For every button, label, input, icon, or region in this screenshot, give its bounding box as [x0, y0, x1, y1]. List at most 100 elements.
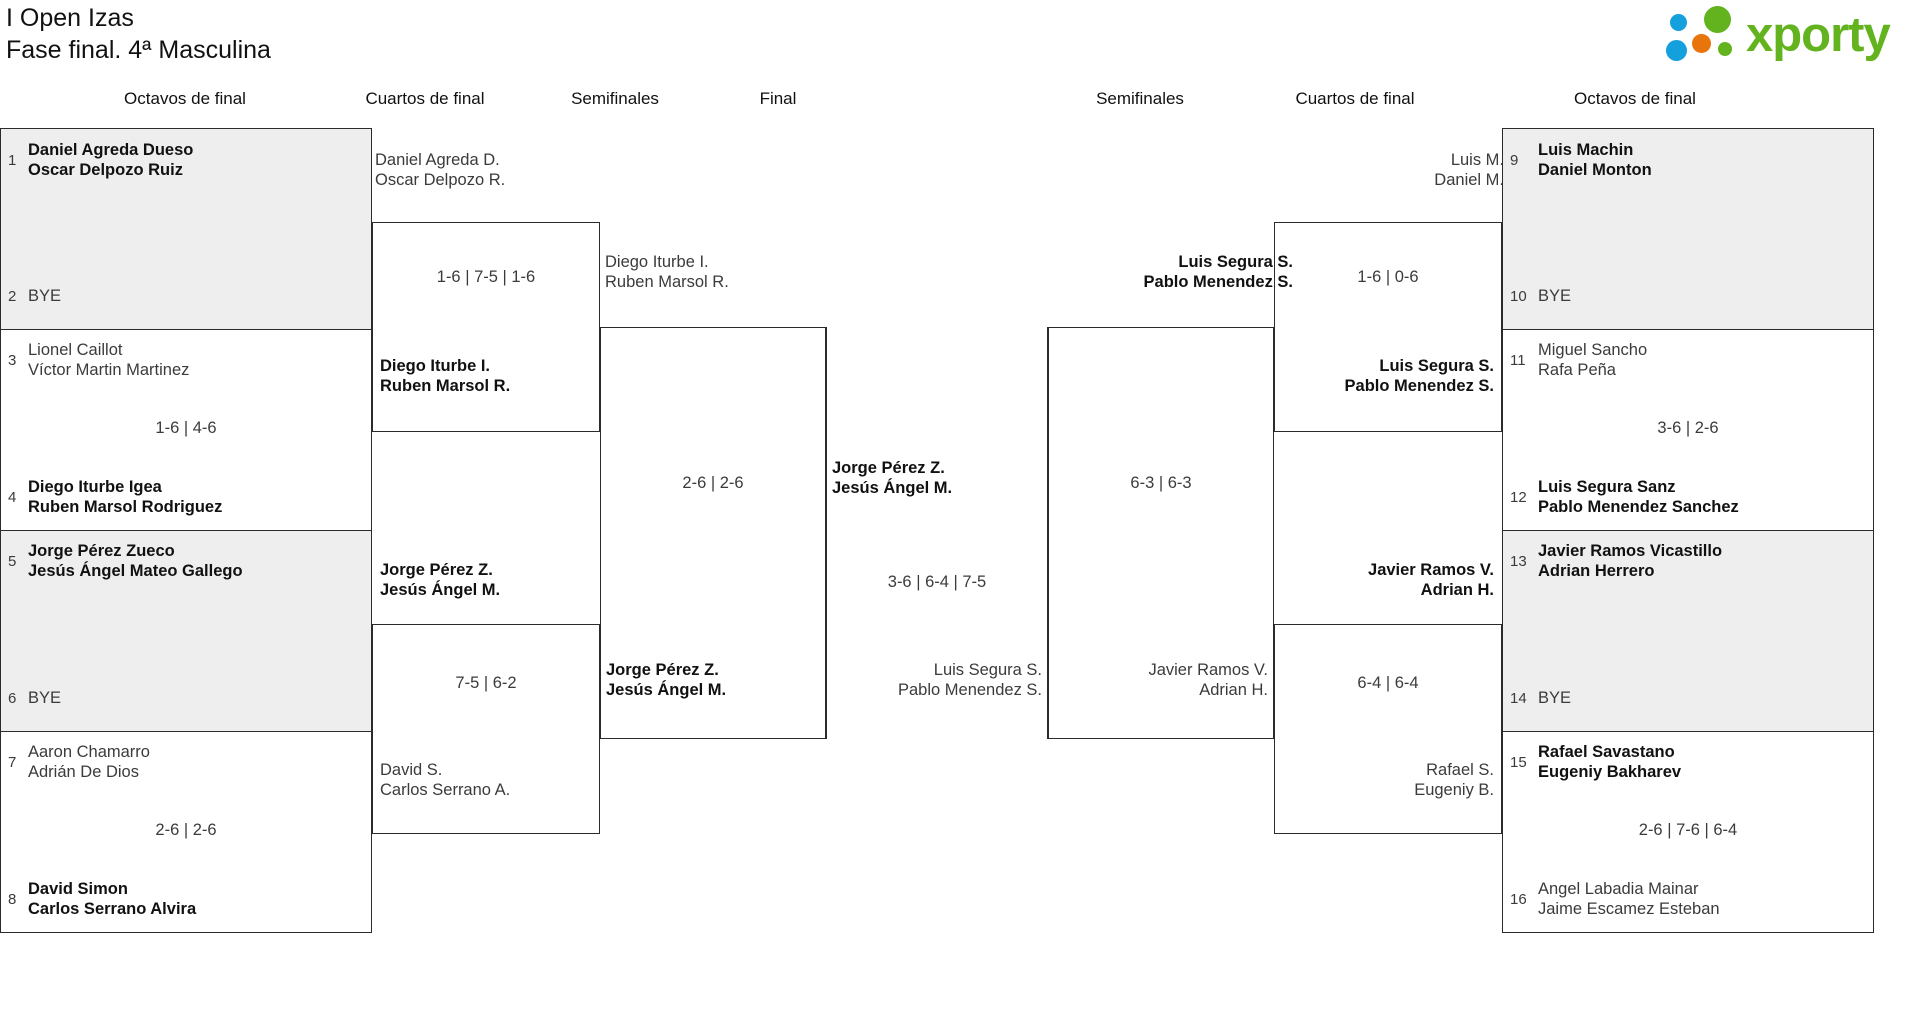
player-name: Luis Segura Sanz — [1538, 478, 1676, 496]
match-box-left-o3[interactable] — [0, 530, 372, 732]
round-heading-semis-right: Semifinales — [1096, 89, 1184, 108]
seed-number: 2 — [8, 288, 17, 305]
player-name: Jorge Pérez Z. — [380, 561, 493, 579]
match-box-right-qf1[interactable] — [1274, 222, 1502, 432]
player-name: Adrian Herrero — [1538, 562, 1655, 580]
player-pair-right-qf2-loser: Rafael S. Eugeniy B. — [1279, 760, 1494, 800]
player-pair-right-14: BYE — [1538, 689, 1572, 707]
match-box-final[interactable] — [826, 327, 1048, 739]
match-score-left-qf1: 1-6 | 7-5 | 1-6 — [436, 268, 536, 286]
player-pair-left-sf-loser: Diego Iturbe I. Ruben Marsol R. — [605, 252, 850, 292]
player-name: Luis Segura S. — [1379, 357, 1494, 375]
match-box-left-qf1[interactable] — [372, 222, 600, 432]
seed-number: 3 — [8, 352, 17, 369]
match-box-right-qf2[interactable] — [1274, 624, 1502, 834]
player-name: Víctor Martin Martinez — [28, 361, 190, 379]
player-name: Luis Segura S. — [1178, 253, 1293, 271]
player-pair-right-sf-winner: Luis Segura S. Pablo Menendez S. — [1048, 252, 1293, 292]
player-pair-right-10: BYE — [1538, 287, 1572, 305]
player-pair-right-15: Rafael Savastano Eugeniy Bakharev — [1538, 742, 1868, 782]
player-pair-left-6: BYE — [28, 689, 62, 707]
player-pair-left-qf2-winner: Jorge Pérez Z. Jesús Ángel M. — [380, 560, 595, 600]
match-score-left-o2: 1-6 | 4-6 — [155, 419, 217, 437]
match-score-final: 3-6 | 6-4 | 7-5 — [887, 573, 987, 591]
final-champion: Jorge Pérez Z. Jesús Ángel M. — [832, 458, 1042, 498]
player-name: Javier Ramos V. — [1368, 561, 1494, 579]
seed-number: 6 — [8, 690, 17, 707]
match-score-right-qf2: 6-4 | 6-4 — [1357, 674, 1419, 692]
title-block: I Open Izas Fase final. 4ª Masculina — [6, 2, 271, 66]
player-name: Oscar Delpozo Ruiz — [28, 161, 183, 179]
player-name: Pablo Menendez S. — [1143, 273, 1293, 291]
player-pair-right-11: Miguel Sancho Rafa Peña — [1538, 340, 1868, 380]
player-name: Ruben Marsol R. — [380, 377, 511, 395]
player-pair-left-qf2-loser: David S. Carlos Serrano A. — [380, 760, 595, 800]
player-name: Diego Iturbe I. — [380, 357, 491, 375]
round-heading-final: Final — [759, 89, 797, 108]
player-name: Aaron Chamarro — [28, 743, 150, 761]
player-pair-left-4: Diego Iturbe Igea Ruben Marsol Rodriguez — [28, 477, 358, 517]
player-pair-left-1: Daniel Agreda Dueso Oscar Delpozo Ruiz — [28, 140, 358, 180]
player-name: Adrian H. — [1199, 681, 1268, 699]
match-score-right-qf1: 1-6 | 0-6 — [1357, 268, 1419, 286]
seed-number: 13 — [1510, 553, 1527, 570]
player-pair-left-3: Lionel Caillot Víctor Martin Martinez — [28, 340, 358, 380]
tournament-name: I Open Izas — [6, 4, 134, 32]
player-pair-left-sf-winner: Jorge Pérez Z. Jesús Ángel M. — [606, 660, 821, 700]
seed-number: 14 — [1510, 690, 1527, 707]
player-pair-right-16: Angel Labadia Mainar Jaime Escamez Esteb… — [1538, 879, 1868, 919]
player-pair-left-qf1-winner: Diego Iturbe I. Ruben Marsol R. — [380, 356, 595, 396]
match-score-right-sf: 6-3 | 6-3 — [1130, 474, 1192, 492]
final-runner-up: Luis Segura S. Pablo Menendez S. — [832, 660, 1042, 700]
player-name: Ruben Marsol R. — [605, 273, 729, 291]
player-name: Luis Machin — [1538, 141, 1634, 159]
player-pair-left-qf1-loser: Daniel Agreda D. Oscar Delpozo R. — [375, 150, 605, 190]
player-name: Jesús Ángel M. — [380, 581, 501, 599]
player-pair-left-2: BYE — [28, 287, 62, 305]
player-pair-right-qf1-loser: Luis M. Daniel M. — [1274, 150, 1504, 190]
player-name: Rafa Peña — [1538, 361, 1616, 379]
player-name: Oscar Delpozo R. — [375, 171, 506, 189]
match-score-right-o2: 3-6 | 2-6 — [1657, 419, 1719, 437]
match-box-left-sf[interactable] — [600, 327, 826, 739]
match-box-right-sf[interactable] — [1048, 327, 1274, 739]
player-name: Javier Ramos V. — [1148, 661, 1268, 679]
logo-wordmark: xporty — [1746, 8, 1891, 62]
player-name: Jorge Pérez Z. — [606, 661, 719, 679]
round-heading-octavos-right: Octavos de final — [1574, 89, 1696, 108]
player-pair-left-8: David Simon Carlos Serrano Alvira — [28, 879, 358, 919]
player-name: Pablo Menendez Sanchez — [1538, 498, 1739, 516]
match-box-left-qf2[interactable] — [372, 624, 600, 834]
player-name: Jorge Pérez Z. — [832, 459, 945, 477]
player-name: Jesús Ángel M. — [606, 681, 727, 699]
match-box-left-o4[interactable] — [0, 731, 372, 933]
player-name: Javier Ramos Vicastillo — [1538, 542, 1723, 560]
player-name: Miguel Sancho — [1538, 341, 1648, 359]
match-box-left-o1[interactable] — [0, 128, 372, 330]
player-name: Carlos Serrano A. — [380, 781, 511, 799]
seed-number: 11 — [1510, 352, 1526, 369]
player-name: Diego Iturbe I. — [605, 253, 709, 271]
player-name: Luis Segura S. — [933, 661, 1042, 679]
player-pair-right-12: Luis Segura Sanz Pablo Menendez Sanchez — [1538, 477, 1868, 517]
player-pair-right-qf2-winner: Javier Ramos V. Adrian H. — [1279, 560, 1494, 600]
tournament-phase: Fase final. 4ª Masculina — [6, 36, 271, 64]
player-name: Angel Labadia Mainar — [1538, 880, 1699, 898]
seed-number: 1 — [8, 152, 17, 169]
player-name: Lionel Caillot — [28, 341, 123, 359]
seed-number: 8 — [8, 891, 17, 908]
player-name: Adrián De Dios — [28, 763, 139, 781]
player-pair-right-13: Javier Ramos Vicastillo Adrian Herrero — [1538, 541, 1868, 581]
match-box-right-o4[interactable] — [1502, 731, 1874, 933]
seed-number: 10 — [1510, 288, 1527, 305]
player-name: Rafael Savastano — [1538, 743, 1675, 761]
page-header: I Open Izas Fase final. 4ª Masculina xpo… — [0, 0, 1920, 72]
player-pair-left-7: Aaron Chamarro Adrián De Dios — [28, 742, 358, 782]
seed-number: 7 — [8, 754, 17, 771]
player-name: Rafael S. — [1426, 761, 1494, 779]
player-name: Jesús Ángel Mateo Gallego — [28, 562, 243, 580]
player-name: Adrian H. — [1420, 581, 1494, 599]
match-score-left-o4: 2-6 | 2-6 — [155, 821, 217, 839]
player-name: Eugeniy B. — [1414, 781, 1494, 799]
match-box-right-o3[interactable] — [1502, 530, 1874, 732]
